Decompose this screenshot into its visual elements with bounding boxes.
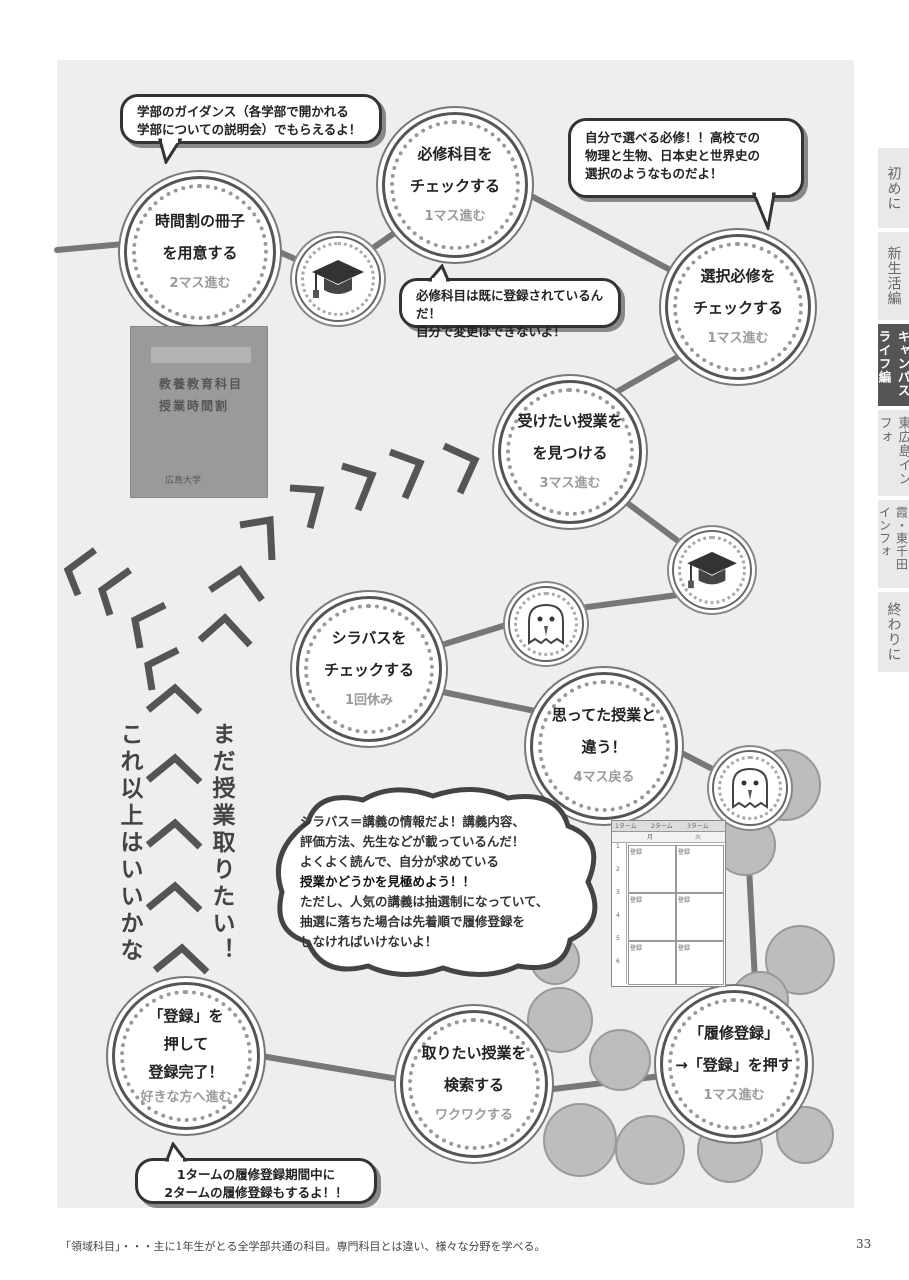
- square-registration-complete: 「登録」を 押して 登録完了！ 好きな方へ進む: [112, 982, 260, 1130]
- square-check-elective: 選択必修を チェックする 1マス進む: [665, 234, 811, 380]
- square-title: 時間割の冊子: [154, 212, 245, 230]
- square-different-class: 思ってた授業と 違う！ 4マス戻る: [530, 672, 678, 820]
- square-find-classes: 受けたい授業を を見つける 3マス進む: [498, 380, 642, 524]
- note-line: しなければいけないよ！: [300, 934, 438, 949]
- square-step: 好きな方へ進む: [140, 1090, 232, 1105]
- square-step: 2マス進む: [169, 276, 231, 291]
- tab-closing[interactable]: 終わりに: [878, 592, 909, 672]
- guidance-bubble: 学部のガイダンス（各学部で開かれる 学部についての説明会）でもらえるよ！: [120, 94, 382, 144]
- ghost-icon: [732, 767, 768, 809]
- tab-new-life[interactable]: 新生活編: [878, 232, 909, 320]
- bubble-line: 物理と生物、日本史と世界史の: [585, 148, 761, 163]
- mini-square-graduation: [295, 236, 381, 322]
- chapter-tabs: 初めに 新生活編 キャンパスライフ編 東広島インフォ 霞・東千田インフォ 終わり…: [877, 148, 909, 676]
- square-title: 違う！: [581, 738, 627, 756]
- term-bubble: 1タームの履修登録期間中に 2タームの履修登録もするよ！！: [135, 1158, 377, 1204]
- caption-enough: これ以上はいいかな: [116, 722, 142, 965]
- square-title: 取りたい授業を: [421, 1044, 527, 1062]
- square-step: 1回休み: [344, 693, 394, 708]
- note-line: 抽選に落ちた場合は先着順で履修登録を: [300, 914, 526, 929]
- graduation-cap-icon: [687, 551, 737, 589]
- bubble-tail: [752, 192, 776, 230]
- bubble-line: 選択のようなものだよ！: [585, 166, 723, 181]
- square-prepare-timetable: 時間割の冊子 を用意する 2マス進む: [124, 176, 276, 328]
- bubble-line: 学部のガイダンス（各学部で開かれる: [137, 104, 349, 119]
- tab-kasumi-info[interactable]: 霞・東千田インフォ: [878, 500, 909, 588]
- square-title: 思ってた授業と: [551, 706, 657, 724]
- square-search-classes: 取りたい授業を 検索する ワクワクする: [400, 1010, 548, 1158]
- bubble-tail: [165, 1142, 187, 1162]
- cloud-shape: [275, 786, 598, 978]
- square-title: 必修科目を: [417, 145, 493, 163]
- tab-higashihiroshima-info[interactable]: 東広島インフォ: [877, 410, 909, 496]
- square-title: チェックする: [409, 177, 500, 195]
- booklet-subtitle: 授業時間割: [159, 399, 230, 413]
- timetable-screenshot: 1ターム 2ターム 3ターム 月 火 1 2 3 4 5 6 登録 登録 登録 …: [611, 820, 726, 987]
- bubble-line: 1タームの履修登録期間中に: [176, 1167, 336, 1182]
- square-title: 登録完了！: [148, 1063, 224, 1081]
- square-step: 1マス進む: [424, 209, 486, 224]
- caption-want-more: まだ授業取りたい！: [208, 722, 234, 965]
- note-line: 授業かどうかを見極めよう！！: [300, 874, 476, 889]
- square-title: シラバスを: [331, 629, 407, 647]
- square-title: を見つける: [532, 444, 608, 462]
- square-check-required: 必修科目を チェックする 1マス進む: [382, 112, 528, 258]
- mini-square-graduation: [672, 530, 752, 610]
- bubble-line: 自分で選べる必修！！高校での: [585, 130, 761, 145]
- mini-square-ghost: [508, 586, 584, 662]
- note-line: シラバス＝講義の情報だよ！講義内容、: [300, 814, 525, 829]
- mini-square-ghost: [712, 750, 788, 826]
- bubble-line: 学部についての説明会）でもらえるよ！: [137, 122, 362, 137]
- square-title: 「履修登録」: [688, 1024, 779, 1042]
- note-line: ただし、人気の講義は抽選制になっていて、: [300, 894, 549, 909]
- footer-note: 「領域科目」・・・主に1年生がとる全学部共通の科目。専門科目とは違い、様々な分野…: [60, 1240, 546, 1253]
- note-line: 評価方法、先生などが載っているんだ！: [300, 834, 525, 849]
- syllabus-note: シラバス＝講義の情報だよ！講義内容、 評価方法、先生などが載っているんだ！ よく…: [300, 812, 600, 952]
- tab-intro[interactable]: 初めに: [878, 148, 909, 228]
- square-title: 押して: [163, 1035, 209, 1053]
- square-title: →「登録」を押す: [675, 1056, 793, 1074]
- booklet-title: 教養教育科目: [159, 377, 244, 391]
- square-title: 受けたい授業を: [517, 412, 623, 430]
- square-title: チェックする: [323, 661, 414, 679]
- square-step: 4マス戻る: [573, 770, 635, 785]
- tab-campus-life[interactable]: キャンパスライフ編: [877, 324, 909, 406]
- square-step: ワクワクする: [434, 1108, 513, 1123]
- square-title: 「登録」を: [148, 1007, 224, 1025]
- square-title: 選択必修を: [700, 267, 776, 285]
- graduation-cap-icon: [312, 260, 364, 298]
- booklet-publisher: 広島大学: [165, 476, 202, 486]
- square-step: 1マス進む: [707, 331, 769, 346]
- timetable-booklet-image: 教養教育科目 授業時間割 広島大学: [130, 326, 268, 498]
- square-title: を用意する: [162, 244, 238, 262]
- bubble-line: 自分で変更はできないよ！: [416, 324, 566, 339]
- elective-bubble: 自分で選べる必修！！高校での 物理と生物、日本史と世界史の 選択のようなものだよ…: [568, 118, 804, 198]
- bubble-tail: [158, 138, 182, 164]
- bubble-tail: [428, 264, 450, 282]
- square-title: チェックする: [692, 299, 783, 317]
- square-step: 3マス進む: [539, 476, 601, 491]
- square-title: 検索する: [443, 1076, 504, 1094]
- square-step: 1マス進む: [703, 1088, 765, 1103]
- square-check-syllabus: シラバスを チェックする 1回休み: [296, 596, 442, 742]
- square-press-register: 「履修登録」 →「登録」を押す 1マス進む: [660, 990, 808, 1138]
- ghost-icon: [528, 603, 564, 645]
- bubble-line: 必修科目は既に登録されているんだ！: [416, 288, 604, 321]
- required-bubble: 必修科目は既に登録されているんだ！ 自分で変更はできないよ！: [399, 278, 621, 339]
- note-line: よくよく読んで、自分が求めている: [300, 854, 499, 869]
- page-number: 33: [856, 1237, 872, 1251]
- bubble-line: 2タームの履修登録もするよ！！: [164, 1185, 348, 1200]
